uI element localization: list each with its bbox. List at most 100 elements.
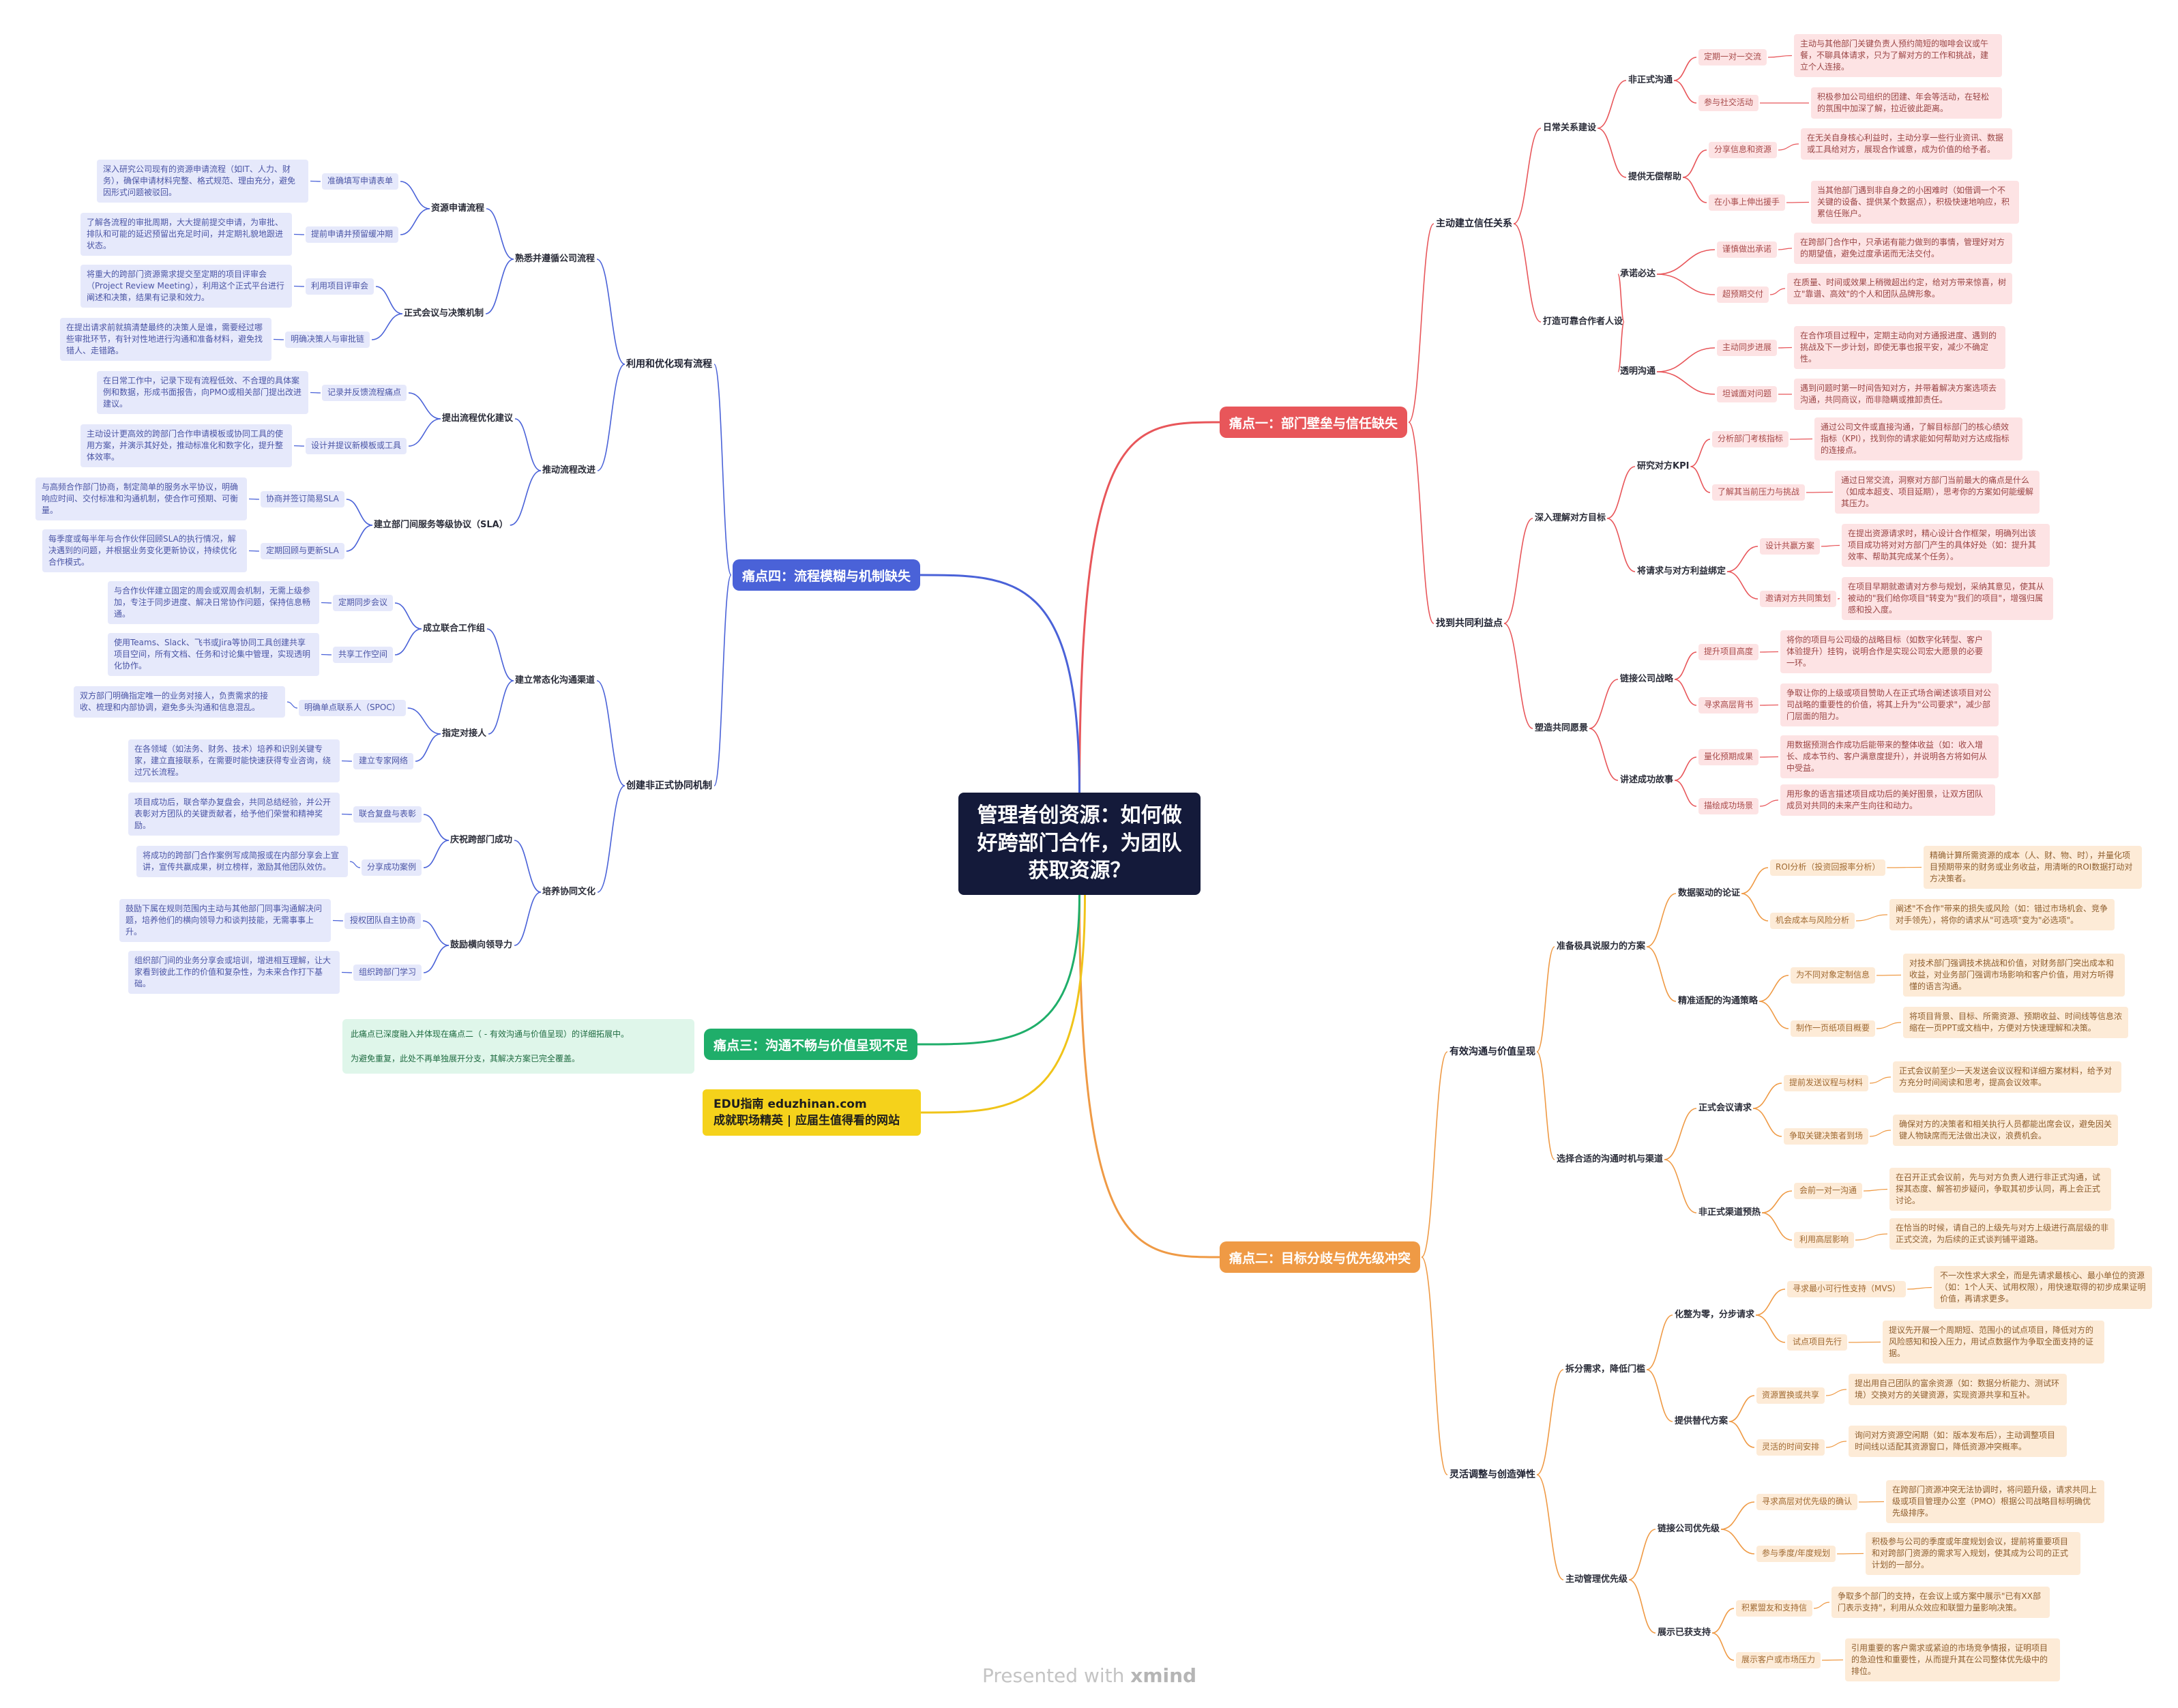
leaf-topic[interactable]: 参与季度/年度规划: [1756, 1546, 1836, 1562]
subtopic[interactable]: 提供替代方案: [1675, 1416, 1728, 1426]
leaf-topic[interactable]: ROI分析（投资回报率分析）: [1770, 859, 1886, 876]
leaf-topic[interactable]: 坦诚面对问题: [1717, 386, 1778, 402]
leaf-topic[interactable]: 明确单点联系人（SPOC）: [299, 700, 406, 716]
leaf-topic[interactable]: 谨慎做出承诺: [1717, 241, 1778, 258]
leaf-topic[interactable]: 争取关键决策者到场: [1784, 1128, 1869, 1145]
leaf-topic[interactable]: 准确填写申请表单: [322, 173, 399, 190]
subtopic[interactable]: 链接公司优先级: [1658, 1524, 1720, 1534]
subtopic[interactable]: 将请求与对方利益绑定: [1637, 566, 1726, 576]
branch-topic[interactable]: 利用和优化现有流程: [626, 359, 712, 370]
leaf-topic[interactable]: 在小事上伸出援手: [1709, 194, 1786, 211]
subtopic[interactable]: 提出流程优化建议: [442, 413, 514, 424]
subtopic[interactable]: 准备极具说服力的方案: [1557, 941, 1646, 952]
leaf-topic[interactable]: 设计共赢方案: [1760, 538, 1821, 555]
subtopic[interactable]: 庆祝跨部门成功: [450, 835, 513, 845]
leaf-topic[interactable]: 联合复盘与表彰: [353, 806, 422, 823]
leaf-topic[interactable]: 建立专家网络: [353, 753, 414, 769]
subtopic[interactable]: 主动管理优先级: [1565, 1574, 1628, 1585]
connector-line: [423, 840, 450, 868]
subtopic[interactable]: 深入理解对方目标: [1535, 513, 1606, 523]
subtopic[interactable]: 指定对接人: [442, 728, 487, 739]
leaf-topic[interactable]: 机会成本与风险分析: [1770, 913, 1855, 929]
subtopic[interactable]: 推动流程改进: [542, 465, 596, 475]
subtopic[interactable]: 日常关系建设: [1543, 123, 1597, 133]
central-topic[interactable]: 管理者创资源：如何做好跨部门合作，为团队获取资源？: [958, 793, 1201, 895]
leaf-topic[interactable]: 分享信息和资源: [1709, 142, 1778, 158]
subtopic[interactable]: 正式会议请求: [1698, 1103, 1752, 1113]
leaf-topic[interactable]: 定期一对一交流: [1698, 49, 1767, 65]
leaf-topic[interactable]: 主动同步进展: [1717, 340, 1778, 356]
subtopic[interactable]: 成立联合工作组: [423, 623, 486, 634]
pain-point-3-topic[interactable]: 痛点三：沟通不畅与价值呈现不足: [704, 1029, 918, 1060]
leaf-topic[interactable]: 资源置换或共享: [1756, 1387, 1825, 1404]
leaf-topic[interactable]: 展示客户或市场压力: [1736, 1652, 1821, 1668]
leaf-topic[interactable]: 量化预期成果: [1698, 749, 1759, 765]
leaf-topic[interactable]: 制作一页纸项目概要: [1791, 1020, 1876, 1037]
leaf-topic[interactable]: 共享工作空间: [333, 647, 394, 663]
subtopic[interactable]: 资源申请流程: [431, 203, 485, 214]
subtopic[interactable]: 选择合适的沟通时机与渠道: [1557, 1154, 1664, 1164]
branch-topic[interactable]: 主动建立信任关系: [1436, 218, 1512, 229]
leaf-topic[interactable]: 利用高层影响: [1794, 1232, 1855, 1248]
leaf-topic[interactable]: 提升项目高度: [1698, 644, 1759, 660]
leaf-topic[interactable]: 明确决策人与审批链: [285, 332, 370, 348]
leaf-topic[interactable]: 参与社交活动: [1698, 95, 1759, 111]
subtopic[interactable]: 非正式沟通: [1628, 75, 1673, 85]
leaf-topic[interactable]: 为不同对象定制信息: [1791, 967, 1876, 984]
leaf-topic[interactable]: 分享成功案例: [362, 859, 422, 876]
subtopic[interactable]: 研究对方KPI: [1637, 461, 1690, 471]
leaf-topic[interactable]: 超预期交付: [1717, 286, 1769, 303]
pain-point-1-topic[interactable]: 痛点一：部门壁垒与信任缺失: [1220, 407, 1408, 438]
subtopic[interactable]: 展示已获支持: [1658, 1628, 1711, 1638]
connector-line: [423, 945, 450, 973]
leaf-topic[interactable]: 寻求最小可行性支持（MVS）: [1787, 1281, 1907, 1297]
subtopic[interactable]: 化整为零，分步请求: [1675, 1310, 1755, 1320]
leaf-topic[interactable]: 寻求高层背书: [1698, 697, 1759, 713]
leaf-topic[interactable]: 提前发送议程与材料: [1784, 1075, 1869, 1091]
pain-point-4-topic[interactable]: 痛点四：流程模糊与机制缺失: [733, 559, 921, 591]
subtopic[interactable]: 链接公司战略: [1620, 674, 1674, 684]
subtopic[interactable]: 建立常态化沟通渠道: [515, 675, 595, 686]
subtopic[interactable]: 拆分需求，降低门槛: [1565, 1364, 1646, 1374]
leaf-topic[interactable]: 协商并签订简易SLA: [261, 491, 344, 507]
leaf-topic[interactable]: 积累盟友和支持信: [1736, 1600, 1813, 1617]
leaf-topic[interactable]: 了解其当前压力与挑战: [1712, 484, 1806, 501]
subtopic[interactable]: 塑造共同愿景: [1535, 723, 1589, 733]
subtopic[interactable]: 讲述成功故事: [1620, 775, 1674, 785]
subtopic[interactable]: 建立部门间服务等级协议（SLA）: [374, 520, 508, 530]
leaf-topic[interactable]: 利用项目评审会: [306, 278, 374, 295]
branch-topic[interactable]: 有效沟通与价值呈现: [1449, 1046, 1535, 1057]
leaf-topic[interactable]: 邀请对方共同策划: [1760, 591, 1837, 607]
subtopic[interactable]: 熟悉并遵循公司流程: [515, 254, 595, 264]
leaf-topic[interactable]: 授权团队自主协商: [344, 913, 422, 929]
leaf-topic[interactable]: 组织跨部门学习: [353, 965, 422, 981]
connector-line: [1628, 1529, 1656, 1580]
subtopic[interactable]: 打造可靠合作者人设: [1543, 316, 1623, 327]
leaf-topic[interactable]: 定期回顾与更新SLA: [261, 543, 344, 559]
branch-topic[interactable]: 创建非正式协同机制: [626, 780, 712, 791]
subtopic[interactable]: 非正式渠道预热: [1698, 1207, 1761, 1218]
leaf-topic[interactable]: 描绘成功场景: [1698, 798, 1759, 814]
subtopic[interactable]: 培养协同文化: [542, 887, 596, 897]
subtopic[interactable]: 鼓励横向领导力: [450, 940, 513, 950]
subtopic[interactable]: 数据驱动的论证: [1678, 888, 1741, 898]
promo-box[interactable]: EDU指南 eduzhinan.com 成就职场精英 | 应届生值得看的网站: [703, 1089, 921, 1136]
subtopic[interactable]: 提供无偿帮助: [1628, 172, 1682, 182]
leaf-topic[interactable]: 设计并提议新模板或工具: [306, 438, 407, 454]
detail-note: 积极参加公司组织的团建、年会等活动，在轻松的氛围中加深了解，拉近彼此距离。: [1811, 87, 2002, 119]
leaf-topic[interactable]: 提前申请并预留缓冲期: [306, 226, 399, 243]
subtopic[interactable]: 正式会议与决策机制: [404, 308, 484, 319]
pain-point-2-topic[interactable]: 痛点二：目标分歧与优先级冲突: [1220, 1241, 1421, 1273]
leaf-topic[interactable]: 会前一对一沟通: [1794, 1183, 1863, 1199]
branch-topic[interactable]: 灵活调整与创造弹性: [1449, 1469, 1535, 1480]
leaf-topic[interactable]: 寻求高层对优先级的确认: [1756, 1494, 1858, 1510]
branch-topic[interactable]: 找到共同利益点: [1436, 618, 1503, 629]
leaf-topic[interactable]: 试点项目先行: [1787, 1334, 1848, 1351]
subtopic[interactable]: 透明沟通: [1620, 366, 1656, 377]
subtopic[interactable]: 精准适配的沟通策略: [1678, 996, 1758, 1006]
leaf-topic[interactable]: 分析部门考核指标: [1712, 431, 1789, 447]
leaf-topic[interactable]: 定期同步会议: [333, 595, 394, 611]
subtopic[interactable]: 承诺必达: [1620, 269, 1656, 279]
leaf-topic[interactable]: 记录并反馈流程痛点: [322, 385, 407, 401]
leaf-topic[interactable]: 灵活的时间安排: [1756, 1439, 1825, 1456]
